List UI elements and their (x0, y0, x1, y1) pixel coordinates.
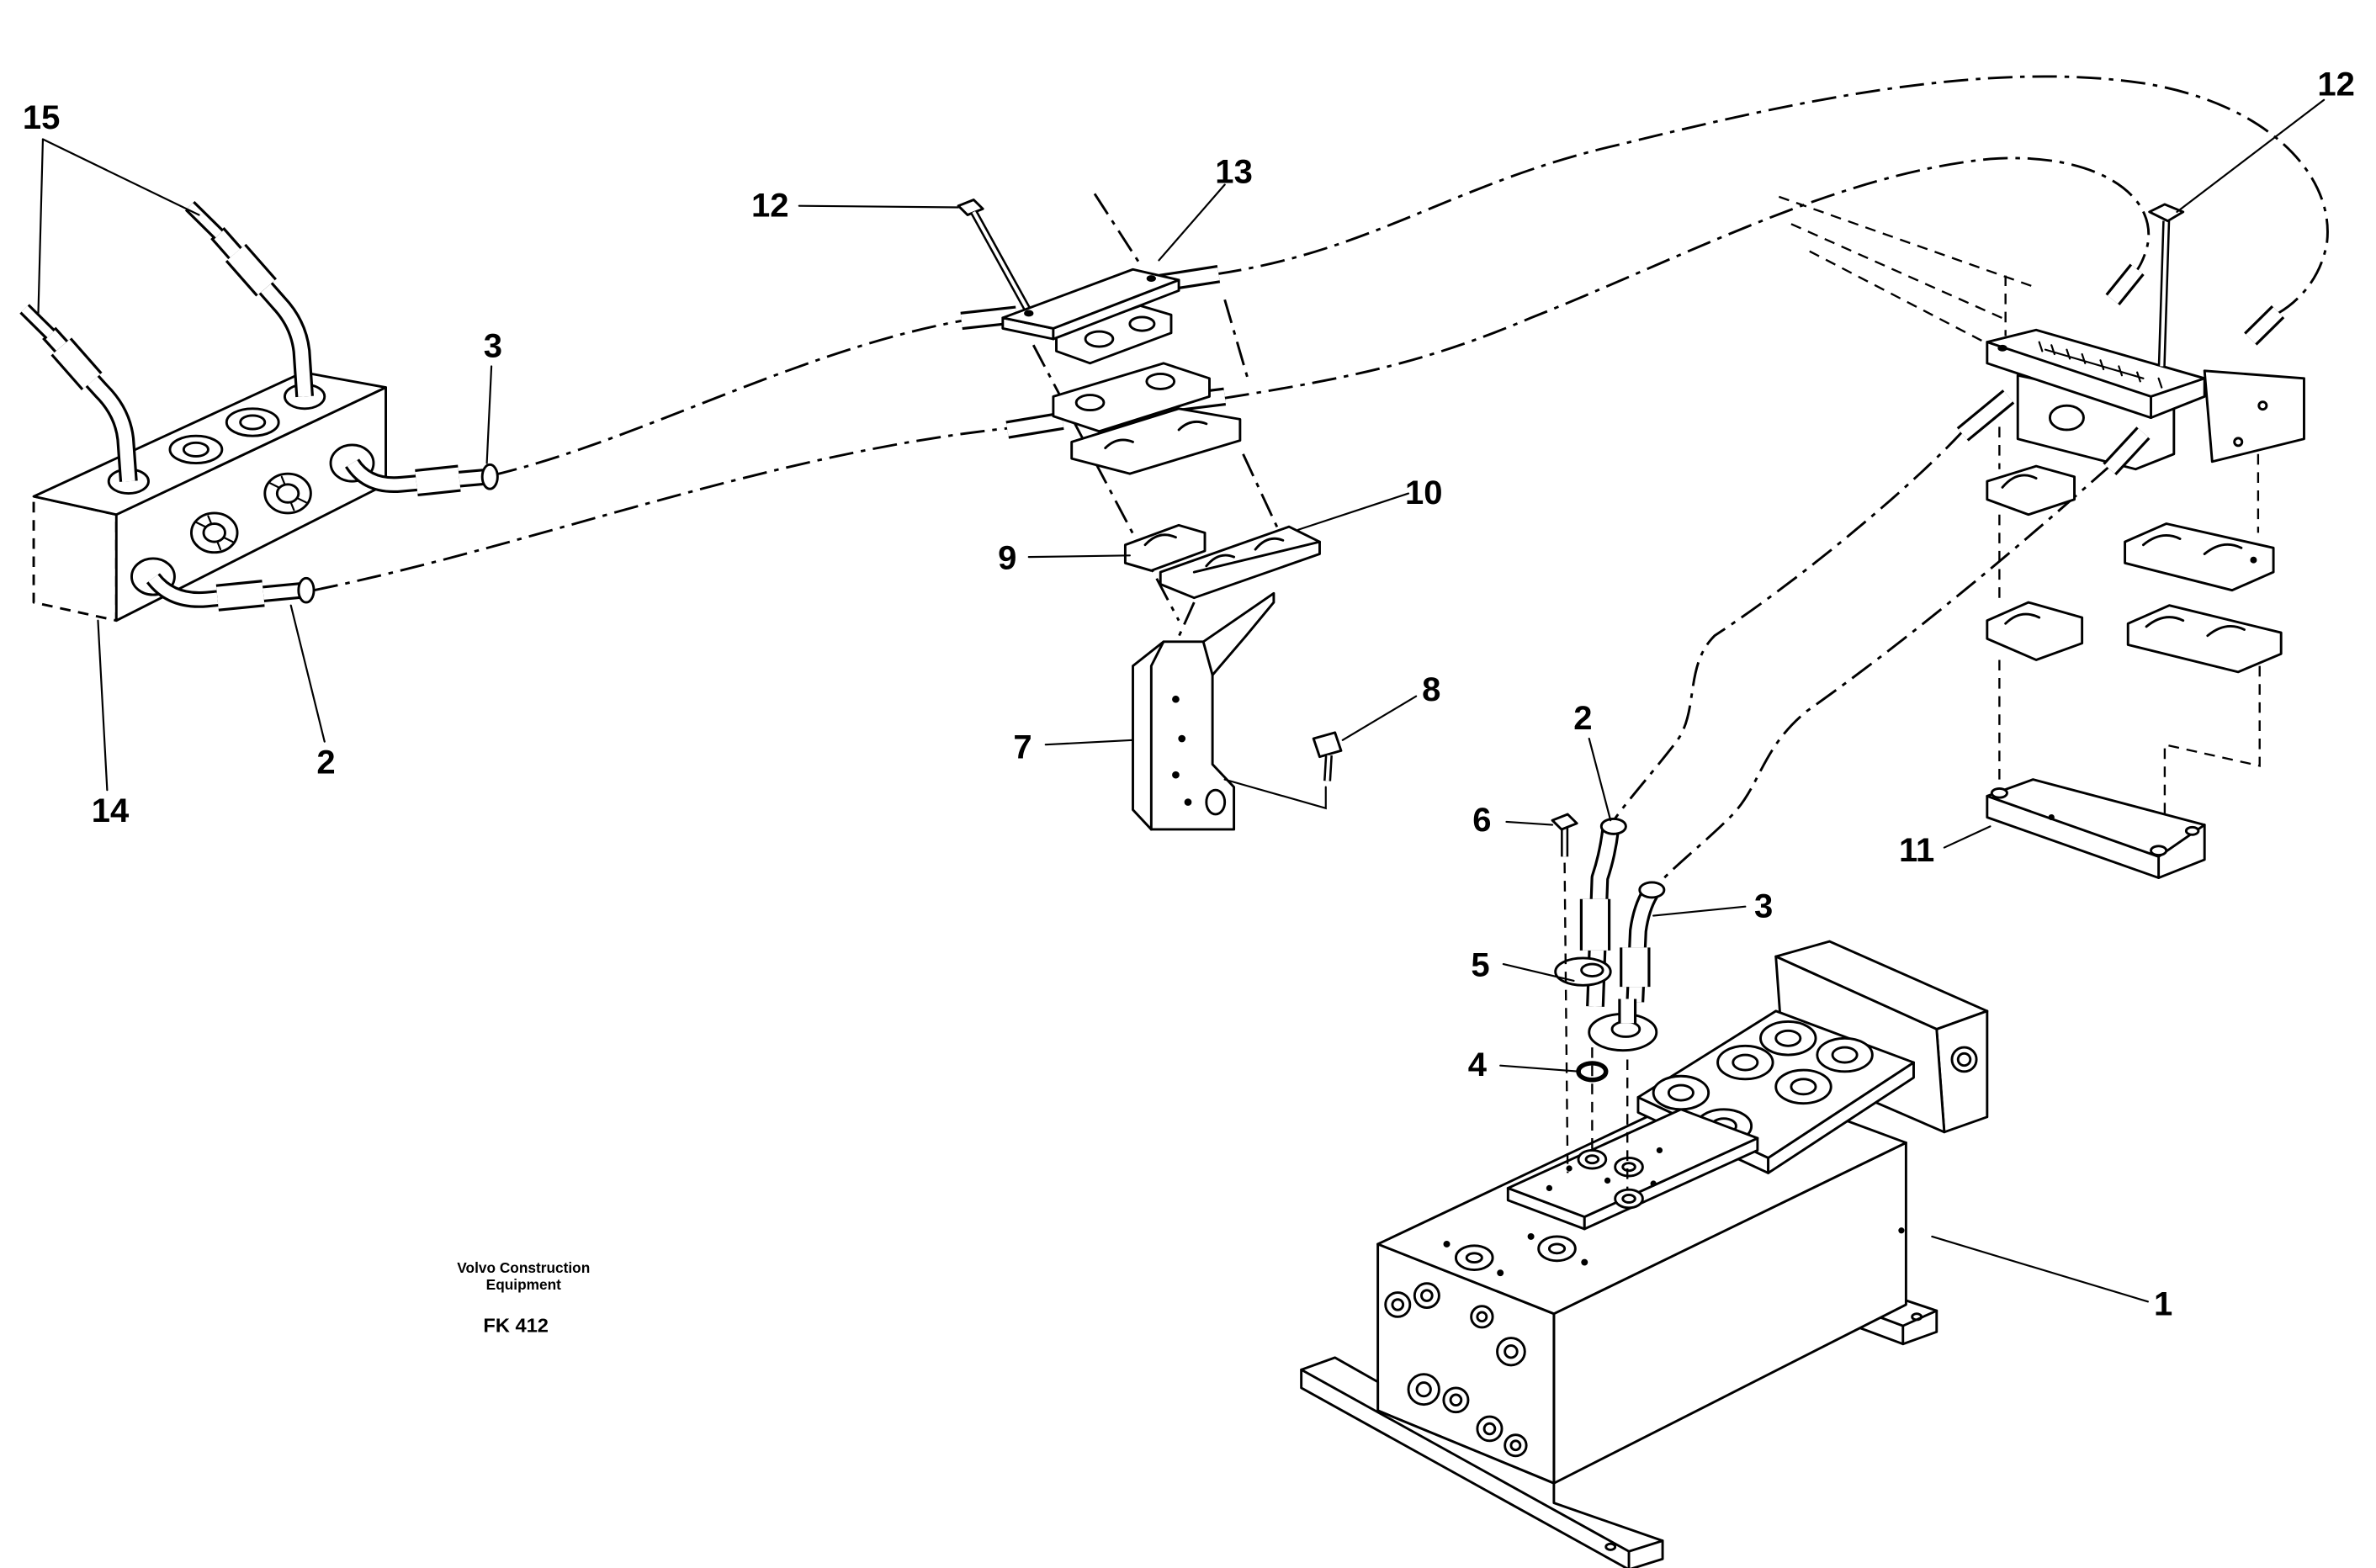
callout-2-left: 2 (316, 744, 335, 781)
callout-2-right: 2 (1573, 700, 1592, 737)
company-name-line-1: Volvo Construction (457, 1259, 590, 1276)
clamp-9 (1123, 523, 1207, 572)
callout-8: 8 (1422, 671, 1440, 708)
callout-3-right: 3 (1754, 888, 1773, 925)
alignment-lines-right (1591, 1047, 1629, 1190)
figure-caption: Volvo Construction Equipment FK 412 (457, 1259, 590, 1336)
clamp-pair-lower (1052, 362, 1242, 475)
callout-14: 14 (92, 792, 130, 829)
callout-13: 13 (1215, 154, 1253, 191)
figure-code: FK 412 (483, 1314, 549, 1336)
hose-routing-lines (313, 75, 2329, 894)
bolt-12-right (2148, 203, 2185, 367)
screw-6 (1551, 813, 1578, 1173)
callout-12-left: 12 (751, 187, 789, 224)
callout-4: 4 (1468, 1046, 1487, 1083)
base-skid-front (1300, 1356, 1664, 1568)
callout-9: 9 (998, 540, 1016, 577)
callout-3-left: 3 (484, 328, 502, 365)
callout-11: 11 (1899, 832, 1934, 869)
plate-11 (1986, 778, 2206, 879)
callout-10: 10 (1405, 474, 1443, 511)
bracket-7 (1132, 591, 1276, 831)
left-control-valve-block (32, 371, 387, 622)
pipe-3-right (1620, 881, 1666, 1003)
plate-10 (1159, 525, 1321, 600)
control-lever-right (184, 200, 326, 411)
bolt-12-left (957, 199, 1032, 314)
hose-stubs-right (2105, 263, 2285, 346)
plate-top-right (1986, 328, 2206, 420)
callout-5: 5 (1471, 947, 1489, 984)
clamp-halves-right (1986, 464, 2283, 674)
hose-2-left (146, 572, 316, 612)
company-name-line-2: Equipment (486, 1276, 561, 1293)
callout-15: 15 (23, 99, 61, 136)
leader-lines (37, 98, 2326, 1303)
flange-5 (1554, 956, 1658, 1052)
valve-top-plate (1506, 1108, 1759, 1231)
flange-fittings (1652, 1020, 1874, 1144)
hose-3-left (345, 458, 499, 497)
hose-stubs-right-lower (1956, 389, 2151, 476)
callout-12-right: 12 (2317, 66, 2355, 103)
callout-6: 6 (1472, 802, 1491, 839)
plate-13 (1001, 268, 1180, 341)
pipe-2-right (1579, 817, 1627, 1007)
callout-1: 1 (2154, 1286, 2172, 1323)
callouts: 15 3 2 14 12 13 10 9 7 8 12 2 6 3 5 4 11… (23, 66, 2355, 1323)
mounting-bracket-right (2203, 369, 2305, 464)
screw-8 (1223, 731, 1343, 810)
control-lever-left (19, 304, 150, 495)
callout-7: 7 (1013, 729, 1032, 766)
